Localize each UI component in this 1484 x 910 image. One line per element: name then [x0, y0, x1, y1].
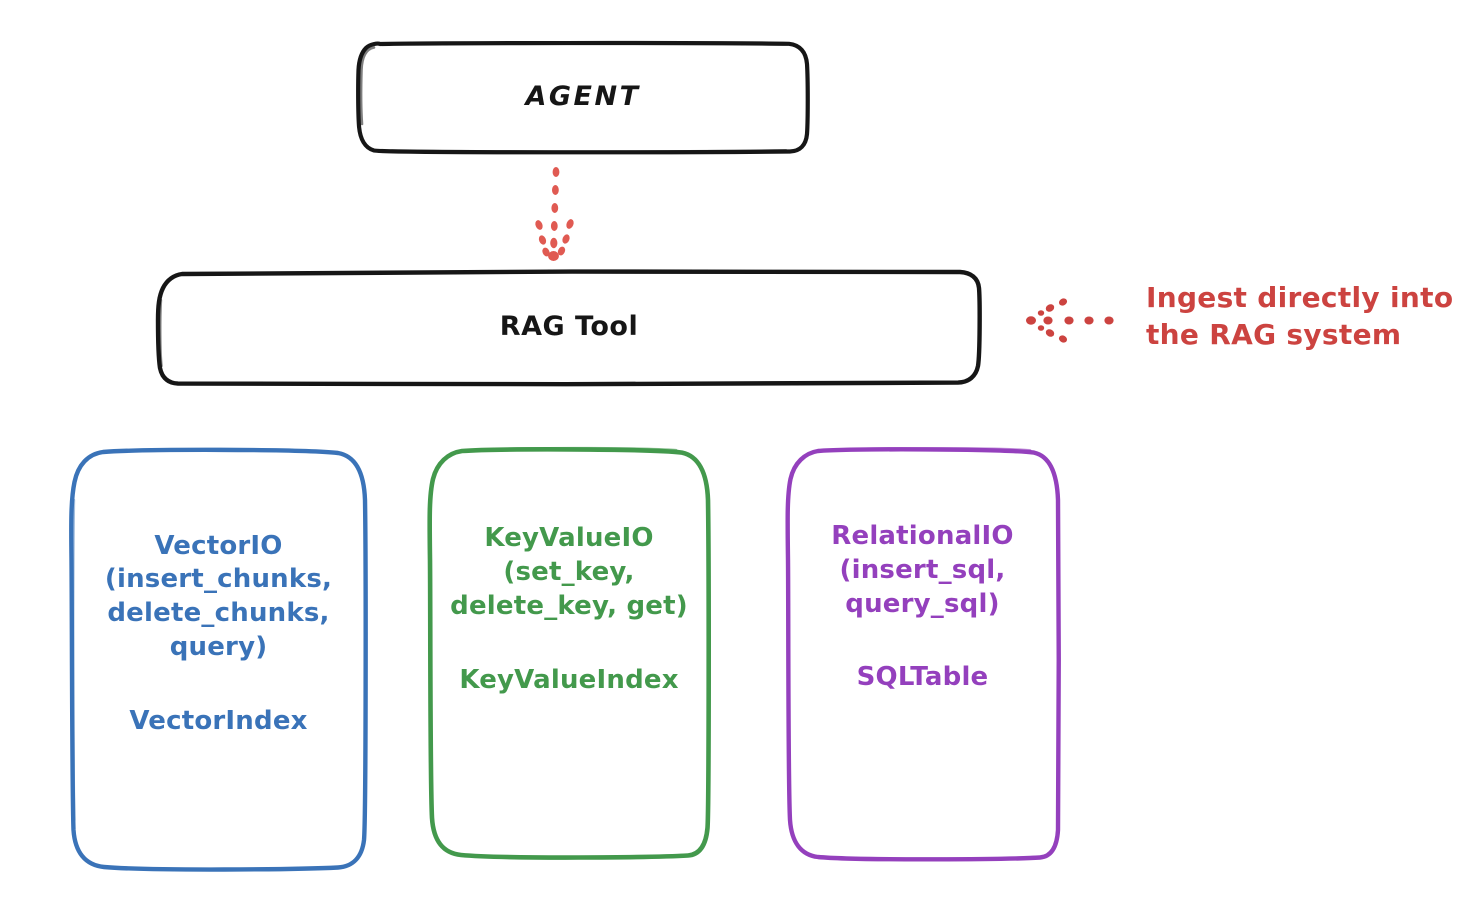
relational-io-box-outline [785, 446, 1061, 862]
rag-tool-node[interactable]: RAG Tool [156, 270, 982, 384]
agent-node[interactable]: AGENT [356, 40, 810, 154]
sql-table-label: SQLTable [856, 662, 989, 693]
ingest-annotation-connector-icon [1026, 298, 1114, 343]
relational-io-node[interactable]: RelationalIO (insert_sql, query_sql) SQL… [785, 448, 1060, 859]
vector-index-label: VectorIndex [129, 705, 308, 736]
ingest-annotation-text: Ingest directly into the RAG system [1146, 281, 1454, 352]
vector-io-node-label: VectorIO (insert_chunks, delete_chunks, … [104, 530, 333, 662]
agent-to-rag-tool-connector-icon [535, 167, 574, 261]
vector-io-box-outline [69, 447, 368, 872]
key-value-io-node-label: KeyValueIO (set_key, delete_key, get) [450, 523, 688, 621]
rag-tool-box-outline [155, 269, 982, 387]
key-value-io-node[interactable]: KeyValueIO (set_key, delete_key, get) Ke… [428, 448, 710, 858]
relational-io-node-label: RelationalIO (insert_sql, query_sql) [831, 520, 1014, 619]
rag-tool-node-label: RAG Tool [499, 311, 639, 343]
key-value-io-box-outline [427, 446, 711, 860]
agent-node-label: AGENT [525, 81, 641, 113]
agent-box-outline [356, 40, 810, 155]
vector-io-node[interactable]: VectorIO (insert_chunks, delete_chunks, … [70, 448, 367, 870]
key-value-index-label: KeyValueIndex [459, 664, 679, 695]
